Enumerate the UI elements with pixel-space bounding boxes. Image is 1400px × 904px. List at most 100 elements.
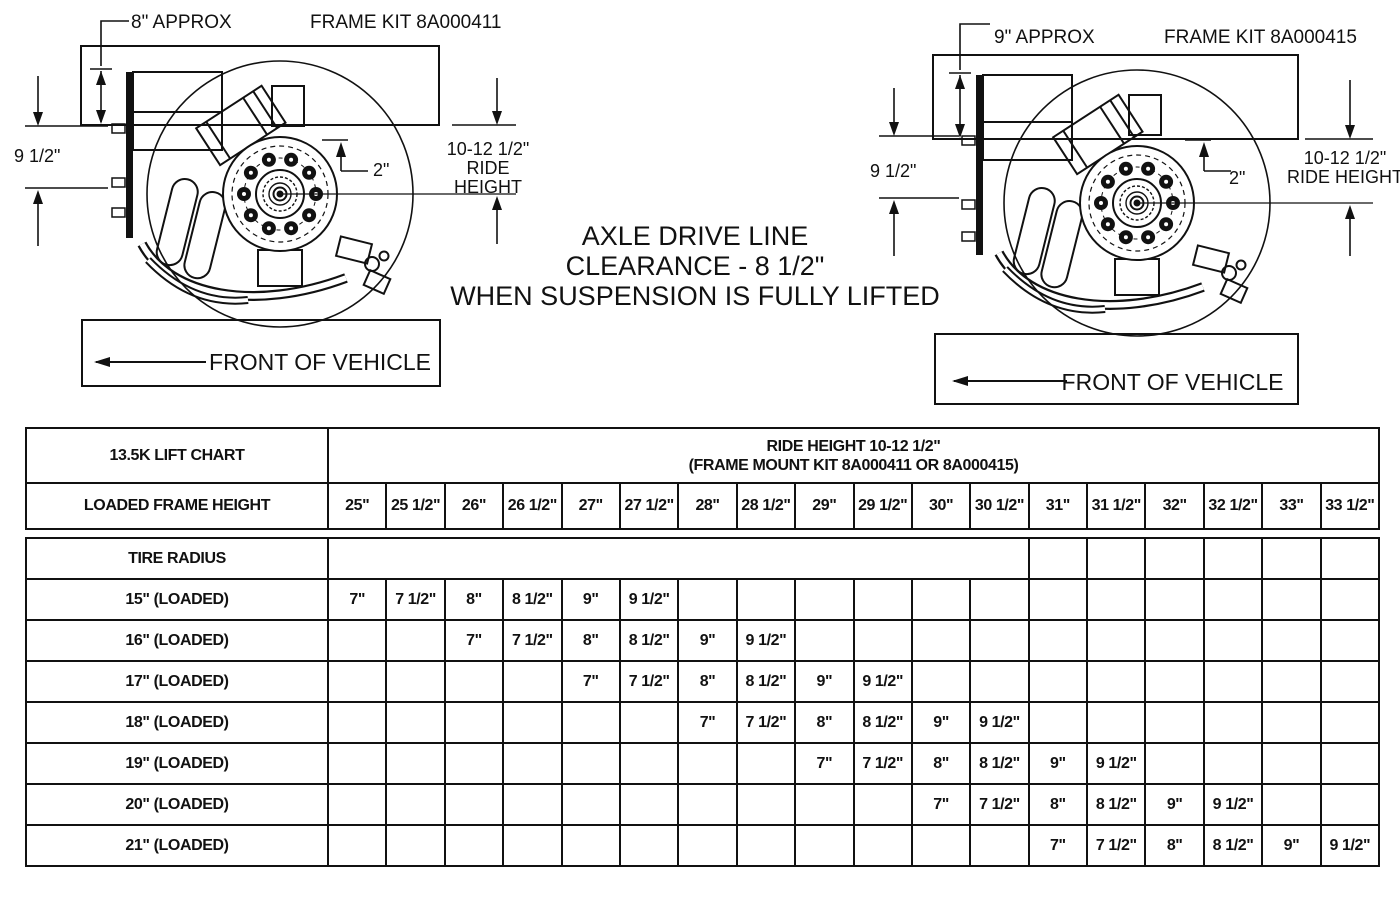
lift-value-cell (1261, 783, 1322, 826)
hanger-bracket (961, 74, 1073, 255)
lift-value-cell: 9" (794, 660, 855, 703)
lift-value-cell: 8" (1027, 783, 1089, 826)
lift-value-cell (735, 578, 797, 621)
tire-radius-row-label: 17" (LOADED) (25, 660, 329, 703)
loaded-frame-height-label: LOADED FRAME HEIGHT (25, 482, 329, 530)
lift-value-cell: 7 1/2" (735, 701, 797, 744)
frame-height-cell: 32" (1144, 482, 1205, 530)
lift-value-cell (852, 578, 913, 621)
lift-value-cell (677, 824, 738, 867)
lift-value-cell (1144, 701, 1205, 744)
lift-chart-row: 21" (LOADED)7"7 1/2"8"8 1/2"9"9 1/2" (25, 824, 1381, 867)
tire-radius-row-label: 18" (LOADED) (25, 701, 329, 744)
lift-value-cell: 8" (794, 701, 855, 744)
lift-value-cell (1027, 578, 1089, 621)
lift-value-cell (443, 824, 505, 867)
ride-height-label-right: 10-12 1/2" RIDE HEIGHT (1286, 148, 1400, 187)
lift-value-cell: 7" (794, 742, 855, 785)
lift-value-cell (910, 578, 972, 621)
lift-value-cell: 7" (1027, 824, 1089, 867)
lift-value-cell (852, 824, 913, 867)
lift-value-cell (1086, 578, 1147, 621)
lift-value-cell (443, 742, 505, 785)
frame-kit-label-left: FRAME KIT 8A000411 (310, 12, 502, 33)
lift-value-cell (385, 783, 446, 826)
lift-value-cell (1261, 660, 1322, 703)
lift-chart-body-table: TIRE RADIUS 15" (LOADED)7"7 1/2"8"8 1/2"… (25, 537, 1381, 867)
lift-value-cell: 9 1/2" (852, 660, 913, 703)
dimension-lines (879, 23, 1373, 256)
lift-value-cell: 7 1/2" (1086, 824, 1147, 867)
lift-value-cell (1144, 619, 1205, 662)
lift-value-cell (1261, 701, 1322, 744)
lift-value-cell (560, 701, 621, 744)
approx-dim-label-right: 9" APPROX (994, 27, 1095, 48)
lift-value-cell (1202, 660, 1264, 703)
lift-value-cell (560, 783, 621, 826)
lift-chart-row: 18" (LOADED)7"7 1/2"8"8 1/2"9"9 1/2" (25, 701, 1381, 744)
lift-value-cell (326, 619, 388, 662)
clearance-note-line3: WHEN SUSPENSION IS FULLY LIFTED (450, 281, 940, 311)
lift-value-cell: 9" (910, 701, 972, 744)
lift-chart-row: 15" (LOADED)7"7 1/2"8"8 1/2"9"9 1/2" (25, 578, 1381, 621)
lift-value-cell: 8 1/2" (735, 660, 797, 703)
tire-radius-row-label: 21" (LOADED) (25, 824, 329, 867)
lift-value-cell (326, 783, 388, 826)
lift-value-cell (326, 824, 388, 867)
lift-value-cell (1027, 701, 1089, 744)
lift-value-cell (326, 742, 388, 785)
lift-value-cell: 8 1/2" (502, 578, 563, 621)
lift-value-cell (794, 824, 855, 867)
lift-value-cell (1319, 742, 1381, 785)
lift-value-cell (385, 619, 446, 662)
lift-value-cell (618, 742, 680, 785)
lift-value-cell (735, 783, 797, 826)
frame-height-cell: 27 1/2" (618, 482, 680, 530)
lift-value-cell (910, 824, 972, 867)
tire-radius-row-label: 16" (LOADED) (25, 619, 329, 662)
frame-height-cell: 29 1/2" (852, 482, 913, 530)
lift-value-cell (502, 783, 563, 826)
lift-value-cell (1261, 619, 1322, 662)
lift-value-cell (1261, 742, 1322, 785)
front-of-vehicle-box (934, 333, 1299, 405)
lift-value-cell (735, 742, 797, 785)
lift-value-cell: 8" (910, 742, 972, 785)
lift-chart-title-row: 13.5K LIFT CHART RIDE HEIGHT 10-12 1/2" … (25, 427, 1381, 484)
lift-value-cell: 8 1/2" (1086, 783, 1147, 826)
lift-value-cell: 8 1/2" (1202, 824, 1264, 867)
lift-value-cell: 7 1/2" (852, 742, 913, 785)
lift-value-cell: 7 1/2" (618, 660, 680, 703)
lift-value-cell: 8 1/2" (618, 619, 680, 662)
front-of-vehicle-label-left: FRONT OF VEHICLE (209, 349, 431, 375)
lift-value-cell: 9 1/2" (618, 578, 680, 621)
lift-value-cell (502, 742, 563, 785)
lift-value-cell: 8 1/2" (969, 742, 1030, 785)
lift-value-cell (326, 660, 388, 703)
lift-value-cell (560, 824, 621, 867)
frame-height-cell: 25 1/2" (385, 482, 446, 530)
lift-value-cell (1202, 619, 1264, 662)
clearance-note-line1: AXLE DRIVE LINE (581, 221, 809, 251)
frame-height-cell: 31 1/2" (1086, 482, 1147, 530)
lift-value-cell: 8" (1144, 824, 1205, 867)
lift-chart-row: 17" (LOADED)7"7 1/2"8"8 1/2"9"9 1/2" (25, 660, 1381, 703)
frame-height-cell: 33 1/2" (1319, 482, 1381, 530)
tire-radius-blank-cell (1202, 537, 1264, 580)
lift-value-cell (910, 660, 972, 703)
lift-value-cell: 9" (1261, 824, 1322, 867)
suspension-drawing-left (25, 20, 516, 387)
loaded-frame-height-row: LOADED FRAME HEIGHT 25"25 1/2"26"26 1/2"… (25, 482, 1381, 530)
lift-value-cell: 9 1/2" (1086, 742, 1147, 785)
lift-value-cell: 9" (1144, 783, 1205, 826)
lift-value-cell (385, 701, 446, 744)
lift-value-cell (1202, 742, 1264, 785)
lift-value-cell: 7 1/2" (502, 619, 563, 662)
lift-value-cell: 9 1/2" (735, 619, 797, 662)
lift-value-cell (969, 619, 1030, 662)
ride-height-header: RIDE HEIGHT 10-12 1/2" (FRAME MOUNT KIT … (326, 427, 1381, 484)
lift-value-cell (969, 578, 1030, 621)
lift-value-cell: 7" (910, 783, 972, 826)
frame-height-cell: 27" (560, 482, 621, 530)
